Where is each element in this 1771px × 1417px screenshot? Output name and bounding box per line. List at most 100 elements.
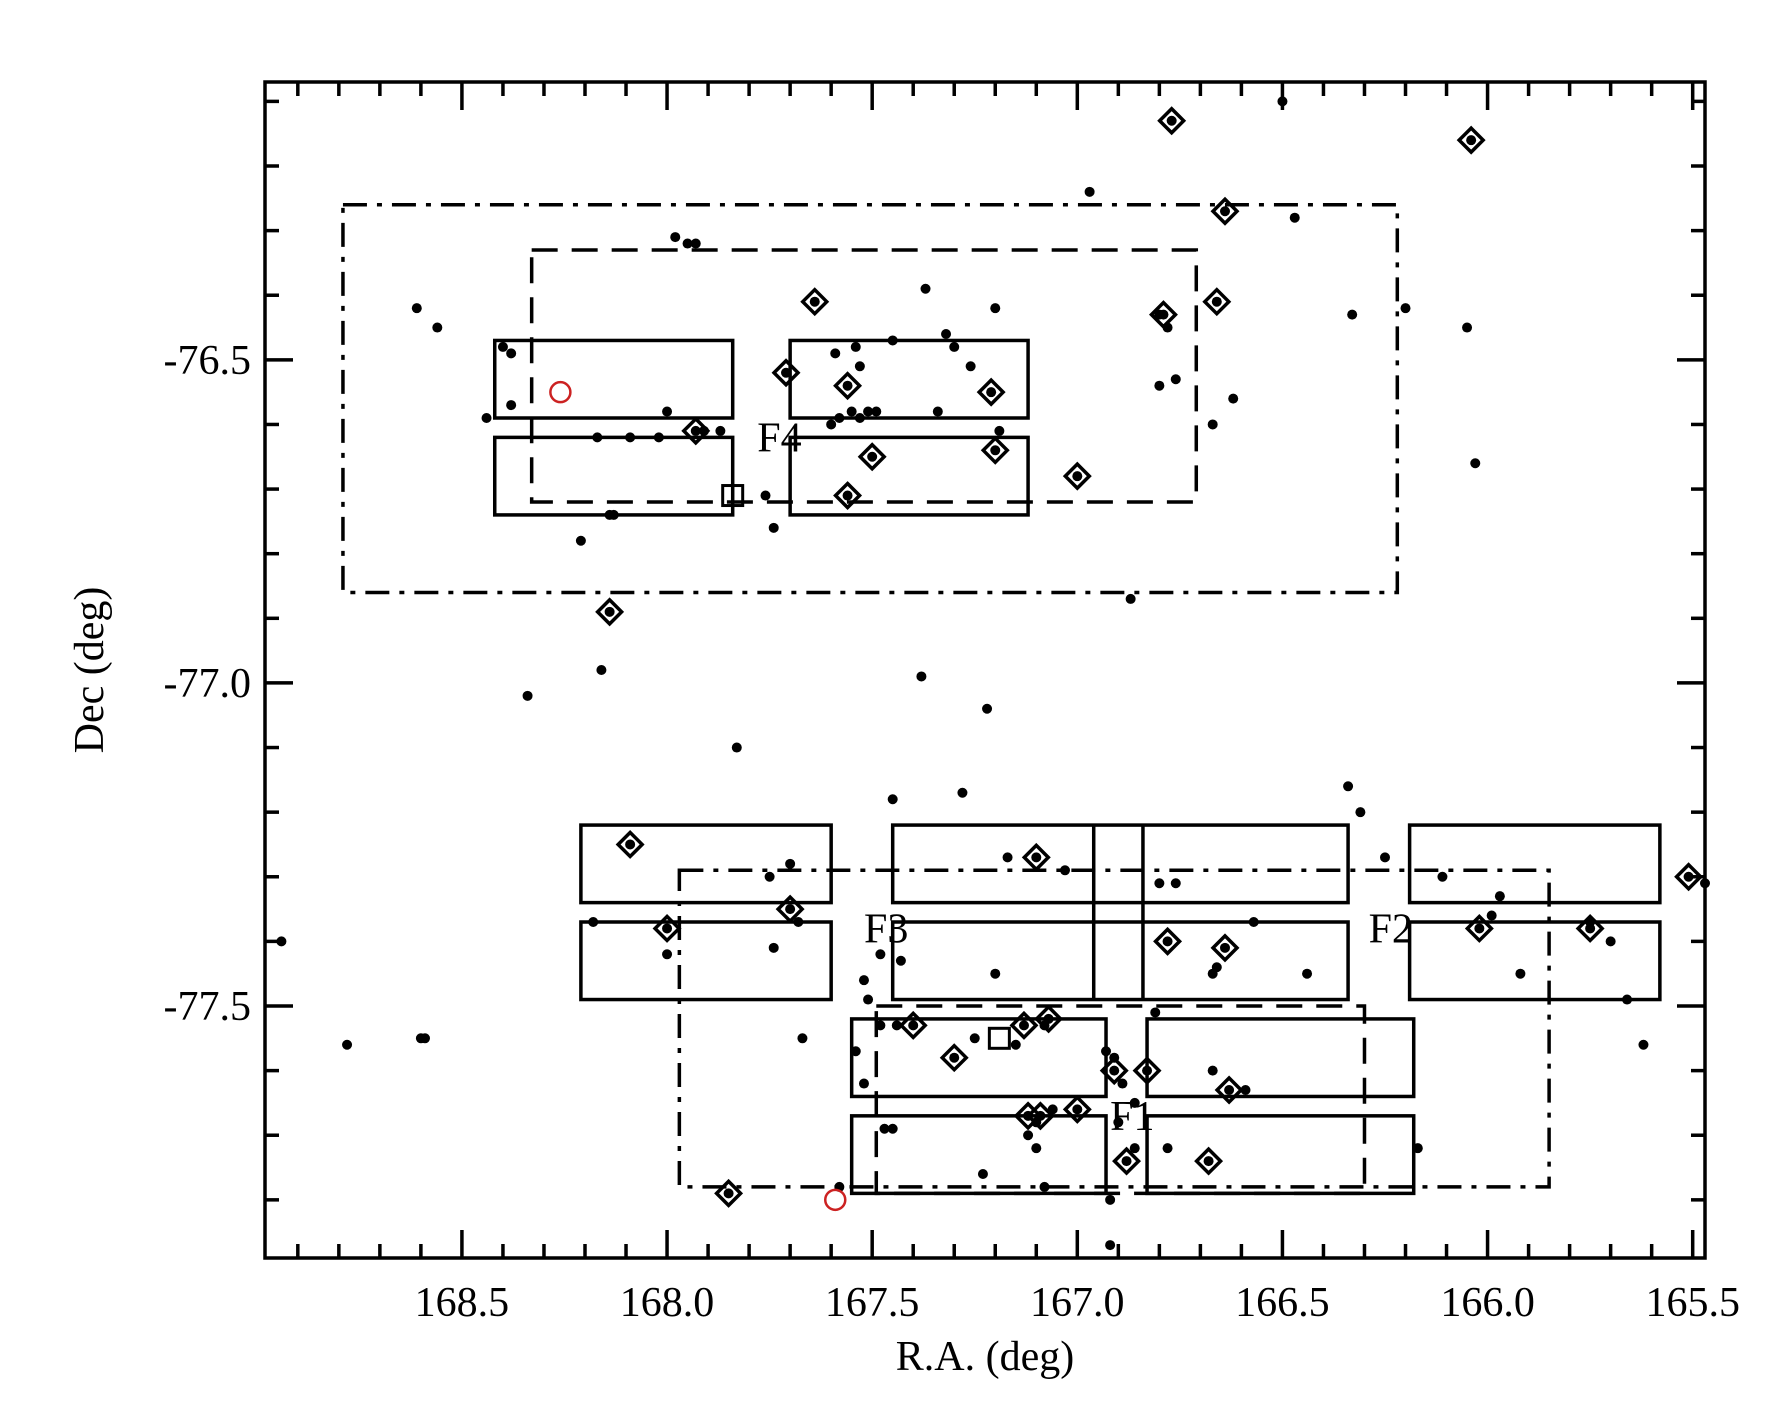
diamond-center-dot: [1043, 1013, 1054, 1024]
diamond-marker: [1062, 1094, 1092, 1124]
point-diamond-6: [771, 358, 801, 388]
diamond-center-dot: [662, 923, 673, 934]
point-dot-29: [662, 406, 673, 417]
y-tick-label: -77.0: [164, 661, 252, 707]
point-dot-51: [596, 665, 607, 675]
point-dot-8: [411, 303, 422, 314]
point-dot-1: [1084, 186, 1095, 197]
point-dot-74: [1486, 910, 1497, 921]
point-dot-89: [875, 1020, 886, 1031]
point-dot-18: [887, 335, 898, 346]
diamond-center-dot: [1466, 135, 1477, 146]
diamond-center-dot: [1031, 852, 1042, 863]
point-dot-79: [875, 949, 886, 960]
diamond-marker: [1153, 926, 1183, 956]
point-dot-11: [1400, 303, 1411, 314]
point-dot-17: [850, 341, 861, 352]
diamond-center-dot: [1220, 206, 1230, 217]
diamond-center-dot: [1018, 1020, 1029, 1031]
point-dot-39: [592, 432, 603, 443]
point-diamond-2: [1456, 125, 1486, 155]
point-diamond-0: [1157, 106, 1187, 136]
diamond-center-dot: [1142, 1065, 1153, 1076]
point-dot-23: [965, 361, 976, 372]
region-f1-chip-2: [849, 1114, 1108, 1196]
point-dot-43: [715, 425, 726, 436]
point-diamond-30: [1214, 1075, 1244, 1105]
diamond-marker: [1202, 287, 1232, 317]
point-dot-68: [1494, 891, 1505, 902]
diamond-marker: [1456, 125, 1486, 155]
point-dot-88: [1622, 994, 1633, 1005]
point-diamond-21: [1674, 862, 1704, 892]
point-diamond-19: [1575, 913, 1605, 943]
diamond-marker: [857, 442, 887, 472]
diamond-marker: [1034, 1004, 1064, 1034]
point-dot-53: [522, 690, 533, 701]
diamond-center-dot: [1203, 1156, 1214, 1167]
point-diamond-33: [1062, 1094, 1092, 1124]
diamond-marker: [1013, 1101, 1043, 1131]
field-label-f4: F4: [757, 415, 801, 461]
x-tick-label: 167.0: [1030, 1280, 1125, 1326]
point-dot-30: [834, 413, 845, 423]
point-dot-114: [1113, 1117, 1124, 1128]
point-dot-105: [1207, 1065, 1218, 1076]
diamond-marker: [939, 1043, 969, 1073]
point-dot-44: [1470, 458, 1481, 469]
point-dot-82: [863, 994, 874, 1005]
point-dot-71: [588, 917, 599, 927]
x-axis-label: R.A. (deg): [896, 1334, 1074, 1380]
point-diamond-22: [1153, 926, 1183, 956]
point-dot-26: [1228, 393, 1239, 404]
region-outer-dashdot-south: [677, 868, 1551, 1189]
point-diamond-20: [652, 913, 682, 943]
region-f2-east-chip-1: [1407, 823, 1662, 905]
diamond-center-dot: [1158, 309, 1169, 320]
diamond-center-dot: [1224, 1085, 1235, 1095]
diamond-marker: [1112, 1146, 1142, 1176]
point-dot-20: [949, 341, 960, 352]
diamond-marker: [1132, 1056, 1162, 1086]
diamond-marker: [1464, 913, 1494, 943]
point-diamond-32: [1025, 1101, 1055, 1131]
point-dot-115: [1129, 1143, 1140, 1154]
point-dot-4: [682, 238, 693, 249]
diamond-marker: [1674, 862, 1704, 892]
diamond-center-dot: [1109, 1065, 1120, 1076]
point-dot-32: [854, 413, 865, 423]
point-dot-119: [1039, 1181, 1050, 1192]
point-dot-70: [276, 936, 287, 947]
point-diamond-13: [833, 481, 863, 511]
x-tick-label: 167.5: [825, 1280, 920, 1326]
point-dot-64: [764, 871, 775, 882]
diamond-marker: [1062, 461, 1092, 491]
point-dot-104: [1129, 1097, 1140, 1108]
diamond-marker: [1194, 1146, 1224, 1176]
point-dot-73: [1248, 917, 1259, 927]
point-dot-80: [895, 955, 906, 966]
point-diamond-29: [1132, 1056, 1162, 1086]
region-inner-dashed-south: [874, 1004, 1367, 1196]
point-dot-58: [887, 794, 898, 805]
y-tick-label: -77.5: [164, 984, 252, 1030]
point-dot-52: [916, 671, 927, 682]
x-tick-label: 168.5: [415, 1280, 510, 1326]
region-f3-chip-1: [579, 823, 833, 905]
diamond-center-dot: [625, 839, 636, 850]
diamond-marker: [1148, 300, 1178, 330]
point-dot-2: [1289, 212, 1300, 223]
point-dot-19: [941, 329, 952, 339]
region-f2-east-chip-2: [1407, 920, 1662, 1002]
point-diamond-11: [980, 435, 1010, 465]
diamond-marker: [681, 416, 711, 446]
point-dot-100: [1010, 1039, 1021, 1050]
diamond-center-dot: [690, 425, 701, 436]
diamond-center-dot: [1121, 1156, 1132, 1167]
point-dot-78: [662, 949, 673, 960]
diamond-center-dot: [1211, 296, 1222, 307]
point-dot-111: [1031, 1143, 1042, 1154]
point-dot-121: [1105, 1240, 1116, 1251]
point-dot-49: [575, 535, 586, 546]
